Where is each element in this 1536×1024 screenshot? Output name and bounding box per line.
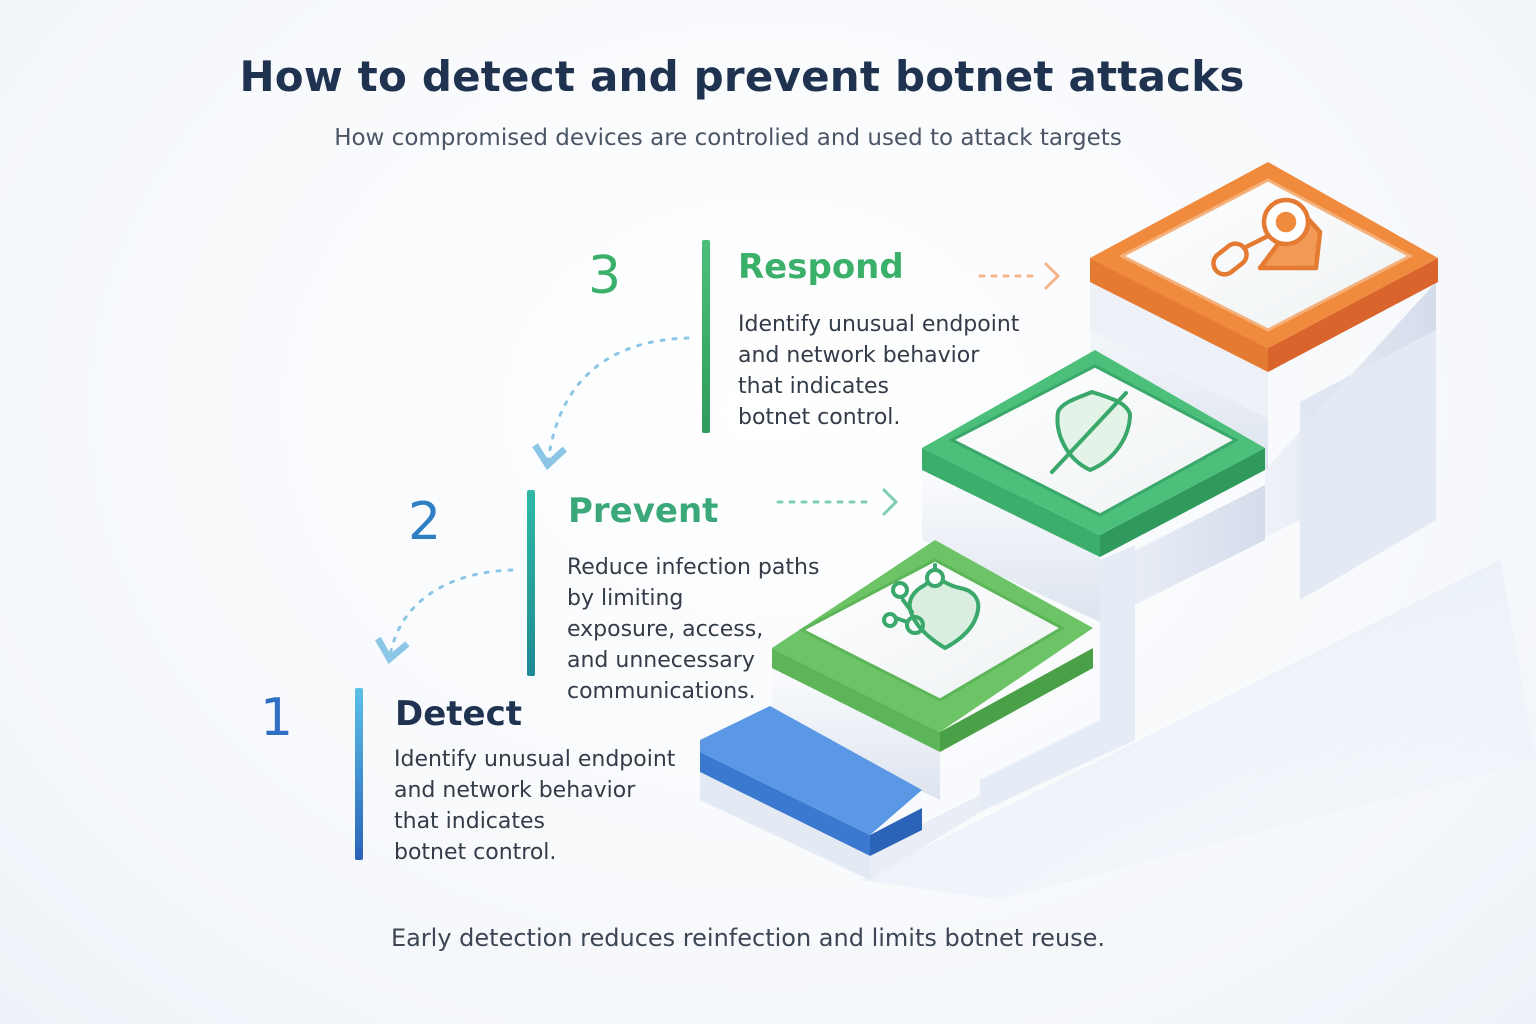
- stair-wall-low: [980, 545, 1135, 812]
- step-number-1: 1: [260, 688, 294, 748]
- step-description-detect: Identify unusual endpoint and network be…: [394, 747, 676, 865]
- step-number-3: 3: [588, 246, 622, 306]
- step3-side-green: [1100, 448, 1265, 557]
- step-description-prevent: Reduce infection paths by limiting expos…: [567, 555, 820, 704]
- step1-top-blue: [700, 706, 922, 835]
- step-title-prevent: Prevent: [568, 491, 719, 531]
- step-number-2: 2: [408, 492, 442, 552]
- shield-slash-icon: [1050, 390, 1132, 474]
- step4-tile: [1118, 178, 1414, 332]
- step-description-respond: Identify unusual endpoint and network be…: [738, 312, 1020, 430]
- step-bar-1: [355, 688, 363, 860]
- shield-virus-icon: [882, 563, 981, 650]
- step4-front-orange: [1090, 258, 1268, 372]
- step1-side-blue: [870, 808, 922, 856]
- stair-wall-back: [1300, 330, 1436, 600]
- magnifier-alert-icon: [1211, 197, 1323, 277]
- step-title-detect: Detect: [395, 694, 523, 734]
- step1-front-blue: [700, 752, 870, 856]
- step-bar-3: [702, 240, 710, 433]
- step-title-respond: Respond: [738, 247, 904, 287]
- floor-shadow: [860, 560, 1536, 900]
- step4-side-orange: [1268, 258, 1438, 372]
- step2-side-green: [940, 648, 1093, 752]
- step-bar-2: [527, 490, 535, 676]
- flow-arrow-2-to-1: [375, 568, 514, 665]
- page-title: How to detect and prevent botnet attacks: [239, 52, 1245, 101]
- step1-base: [700, 772, 870, 880]
- step4-front-wall: [1090, 258, 1268, 470]
- footer-note: Early detection reduces reinfection and …: [390, 924, 1106, 952]
- pointer-arrow-respond: [978, 262, 1061, 290]
- pointer-arrow-prevent: [776, 488, 899, 516]
- flow-arrow-3-to-2: [532, 336, 690, 471]
- stair-base-front: [700, 770, 980, 880]
- stair-wall-mid: [1100, 485, 1265, 622]
- stair-wall-right: [1265, 282, 1436, 537]
- step2-front-green: [772, 648, 940, 752]
- page-subtitle: How compromised devices are controlied a…: [334, 125, 1122, 151]
- step3-front-green: [922, 448, 1100, 557]
